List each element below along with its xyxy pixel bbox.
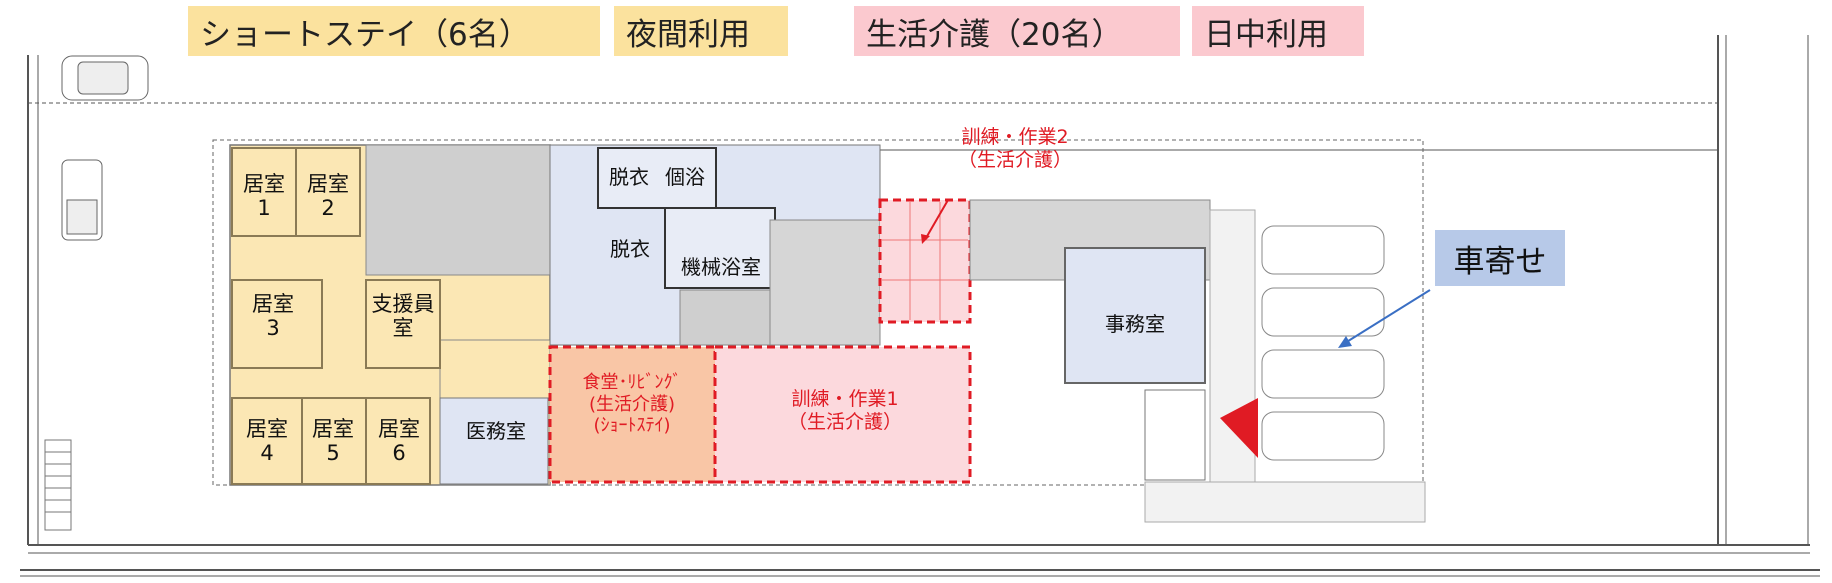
legend-daycare: 生活介護（20名） [854,6,1180,56]
car-porch-arrow [1344,289,1431,344]
room-5-label: 居室 5 [312,417,354,466]
room-4-label: 居室 4 [246,417,288,466]
car-porch-callout: 車寄せ [1435,230,1565,286]
legend-daytime: 日中利用 [1192,6,1364,56]
medical-room [439,397,549,485]
entrance-marker [1220,398,1258,458]
room-1-label: 居室 1 [243,172,285,221]
service-core [365,144,551,276]
room-3-label: 居室 3 [252,292,294,341]
undress-2-label: 脱衣 [610,237,650,261]
mech-bath-label: 機械浴室 [681,255,761,279]
training1-zone [713,345,972,484]
office-room [1064,247,1206,384]
room-walls [231,147,441,485]
stairs [44,439,72,531]
car-icon [61,159,103,241]
undress-1-label: 脱衣 [609,165,649,189]
medical-room-label: 医務室 [466,419,526,443]
legend-daytime-label: 日中利用 [1204,16,1328,53]
legend-shortstay-label: ショートステイ（6名） [200,16,530,53]
site-boundary [20,35,1820,577]
office-label: 事務室 [1105,312,1165,336]
legend-night-label: 夜間利用 [626,16,750,53]
car-icon [61,55,149,101]
support-room-label: 支援員 室 [371,292,435,341]
room-6-label: 居室 6 [378,417,420,466]
training2-arrow [925,199,949,239]
bath-label: 個浴 [665,165,705,189]
car-porch-label: 車寄せ [1453,243,1547,280]
training1-zone-label: 訓練・作業1 （生活介護） [787,388,902,433]
porch-area [1209,209,1256,511]
legend-shortstay: ショートステイ（6名） [188,6,600,56]
room-2-label: 居室 2 [307,172,349,221]
parking-cars [1261,225,1385,461]
training2-grid [882,202,968,320]
training2-zone-label: 訓練・作業2 （生活介護） [957,126,1072,171]
legend-night: 夜間利用 [614,6,788,56]
legend-daycare-label: 生活介護（20名） [866,16,1123,53]
training2-zone [878,198,972,324]
dining-zone [548,345,717,484]
dining-zone-label: 食堂･ﾘﾋﾞﾝｸﾞ (生活介護) (ｼｮｰﾄｽﾃｲ) [582,372,682,437]
